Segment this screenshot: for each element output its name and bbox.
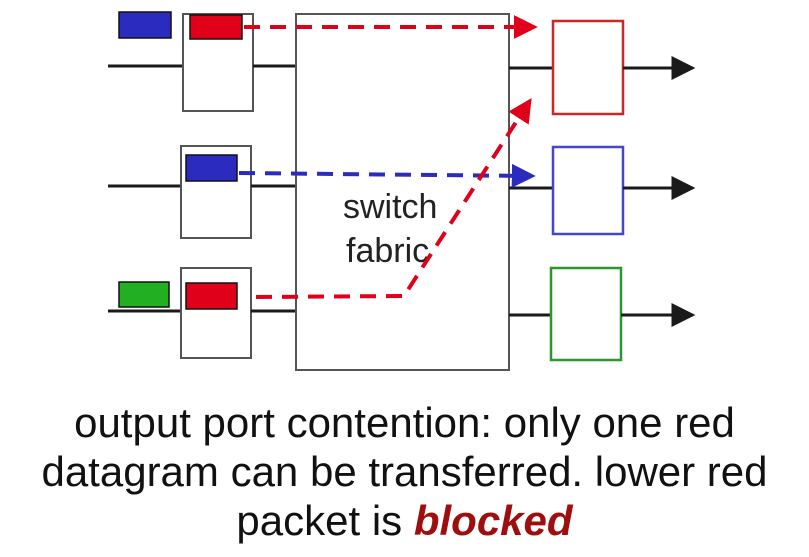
output-port-red: [551, 19, 625, 116]
caption: output port contention: only one red dat…: [0, 398, 809, 545]
caption-line-1: output port contention: only one red: [74, 399, 735, 446]
packet-blue-middle: [185, 154, 238, 182]
caption-line-3: packet is blocked: [0, 496, 809, 545]
caption-line-2: datagram can be transferred. lower red: [41, 448, 768, 495]
packet-red-bottom-blocked: [185, 282, 238, 310]
packet-blue-queued-top: [118, 11, 172, 39]
packet-green-queued-bottom: [118, 281, 170, 308]
caption-line-3-prefix: packet is: [236, 497, 414, 544]
fabric-label-line1: switch: [343, 188, 437, 226]
blocked-emphasis: blocked: [413, 497, 573, 544]
fabric-label-line2: fabric: [346, 232, 429, 270]
output-port-green: [549, 266, 623, 362]
input-port-bottom: [180, 267, 252, 359]
switch-fabric-box: [295, 13, 510, 371]
packet-red-top: [189, 14, 243, 40]
output-port-blue: [551, 145, 625, 236]
path-red-bottom-blocked: [255, 97, 532, 299]
